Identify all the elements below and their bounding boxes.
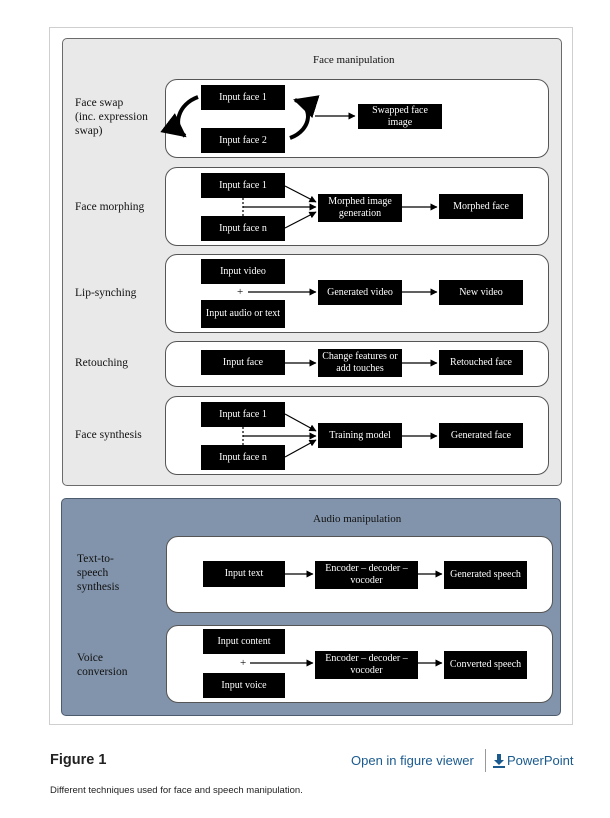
swapped-face-box: Swapped face image	[358, 104, 442, 129]
footer-divider	[485, 749, 486, 772]
download-icon	[493, 753, 505, 768]
morphed-image-generation-box: Morphed image generation	[318, 194, 402, 222]
morphed-face-box: Morphed face	[439, 194, 523, 219]
input-face-2-box: Input face 2	[201, 128, 285, 153]
input-content-box: Input content	[203, 629, 285, 654]
new-video-box: New video	[439, 280, 523, 305]
synth-input-face-1-box: Input face 1	[201, 402, 285, 427]
morph-input-face-1-box: Input face 1	[201, 173, 285, 198]
converted-speech-box: Converted speech	[444, 651, 527, 679]
change-features-box: Change features or add touches	[318, 349, 402, 377]
lip-synching-label: Lip-synching	[75, 287, 137, 299]
synth-input-face-n-box: Input face n	[201, 445, 285, 470]
retouching-label: Retouching	[75, 357, 129, 369]
lip-plus-sign: +	[237, 286, 244, 298]
face-panel-title: Face manipulation	[313, 54, 395, 66]
generated-video-box: Generated video	[318, 280, 402, 305]
figure-caption: Different techniques used for face and s…	[50, 785, 303, 796]
generated-face-box: Generated face	[439, 423, 523, 448]
face-swap-label: Face swap (inc. expression swap)	[75, 97, 148, 137]
voice-plus-sign: +	[240, 657, 247, 669]
powerpoint-label: PowerPoint	[507, 753, 574, 768]
input-face-1-box: Input face 1	[201, 85, 285, 110]
retouched-face-box: Retouched face	[439, 350, 523, 375]
input-face-box: Input face	[201, 350, 285, 375]
training-model-box: Training model	[318, 423, 402, 448]
input-text-box: Input text	[203, 561, 285, 587]
vc-encoder-box: Encoder – decoder – vocoder	[315, 651, 418, 679]
figure-label: Figure 1	[50, 752, 107, 768]
face-morphing-label: Face morphing	[75, 201, 145, 213]
audio-panel-title: Audio manipulation	[313, 513, 402, 525]
morph-input-face-n-box: Input face n	[201, 216, 285, 241]
input-audio-text-box: Input audio or text	[201, 300, 285, 328]
voice-conversion-label: Voice conversion	[77, 652, 128, 678]
powerpoint-download-link[interactable]: PowerPoint	[493, 753, 573, 768]
open-figure-viewer-link[interactable]: Open in figure viewer	[351, 753, 474, 768]
tts-label: Text-to- speech synthesis	[77, 553, 120, 593]
tts-encoder-box: Encoder – decoder – vocoder	[315, 561, 418, 589]
face-synthesis-label: Face synthesis	[75, 429, 142, 441]
input-voice-box: Input voice	[203, 673, 285, 698]
input-video-box: Input video	[201, 259, 285, 284]
generated-speech-box: Generated speech	[444, 561, 527, 589]
